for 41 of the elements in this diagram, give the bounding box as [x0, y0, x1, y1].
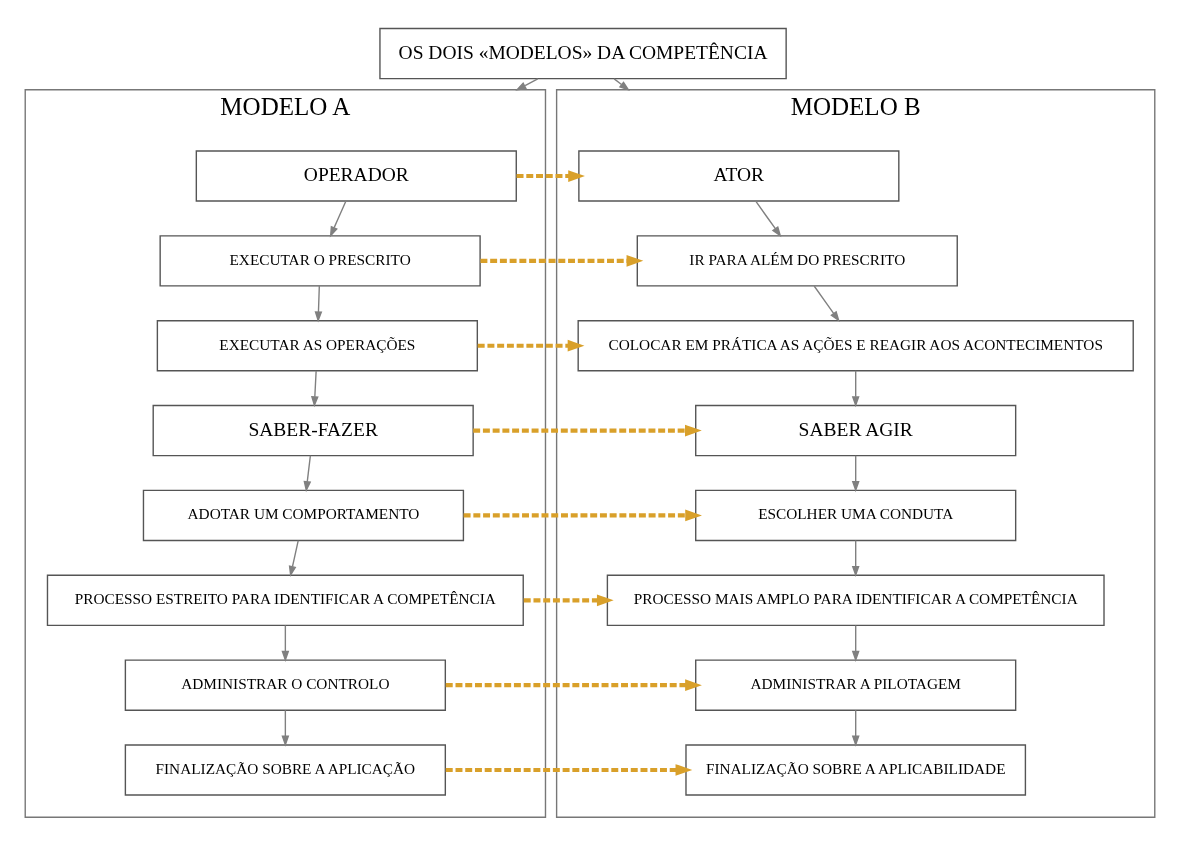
arrow	[516, 169, 585, 182]
node-box: COLOCAR EM PRÁTICA AS AÇÕES E REAGIR AOS ACONTECIMENTOS	[577, 319, 1134, 371]
node-box: PROCESSO MAIS AMPLO PARA IDENTIFICAR A COMPETÊNCIA	[606, 574, 1105, 626]
arrow	[281, 709, 290, 747]
node-box: IR PARA ALÉM DO PRESCRITO	[636, 234, 958, 287]
arrow	[445, 678, 702, 691]
arrow	[515, 77, 539, 91]
arrow	[314, 284, 323, 322]
arrow	[755, 199, 782, 237]
arrow	[613, 77, 630, 91]
arrow	[813, 284, 840, 322]
arrow	[445, 763, 693, 776]
arrow	[463, 509, 702, 521]
arrow	[288, 539, 299, 577]
node-box: ADOTAR UM COMPORTAMENTO	[142, 489, 465, 541]
arrow	[329, 199, 347, 237]
node-box: OPERADOR	[195, 149, 517, 202]
node-box: FINALIZAÇÃO SOBRE A APLICABILIDADE	[685, 743, 1027, 796]
arrow	[851, 454, 860, 492]
node-box: ESCOLHER UMA CONDUTA	[695, 489, 1017, 541]
node-box: EXECUTAR AS OPERAÇÕES	[156, 319, 478, 371]
node-box: OS DOIS «MODELOS» DA COMPETÊNCIA	[379, 27, 787, 79]
arrow	[473, 424, 702, 436]
node-box: EXECUTAR O PRESCRITO	[159, 234, 481, 287]
arrow	[851, 709, 860, 747]
arrow	[480, 254, 644, 267]
node-box: ADMINISTRAR A PILOTAGEM	[695, 658, 1017, 711]
arrow	[523, 593, 614, 606]
arrow	[851, 369, 860, 407]
arrow	[851, 624, 860, 662]
node-box: SABER-FAZER	[152, 404, 474, 456]
arrow	[851, 539, 860, 577]
node-box: FINALIZAÇÃO SOBRE A APLICAÇÃO	[124, 743, 447, 796]
node-box: PROCESSO ESTREITO PARA IDENTIFICAR A COMPETÊNCIA	[46, 574, 524, 626]
arrow	[477, 339, 585, 352]
arrow	[310, 369, 319, 407]
arrow	[303, 454, 312, 492]
node-box: SABER AGIR	[695, 404, 1017, 456]
node-box: ADMINISTRAR O CONTROLO	[124, 658, 447, 711]
node-box: ATOR	[578, 149, 900, 202]
arrow	[281, 624, 290, 662]
